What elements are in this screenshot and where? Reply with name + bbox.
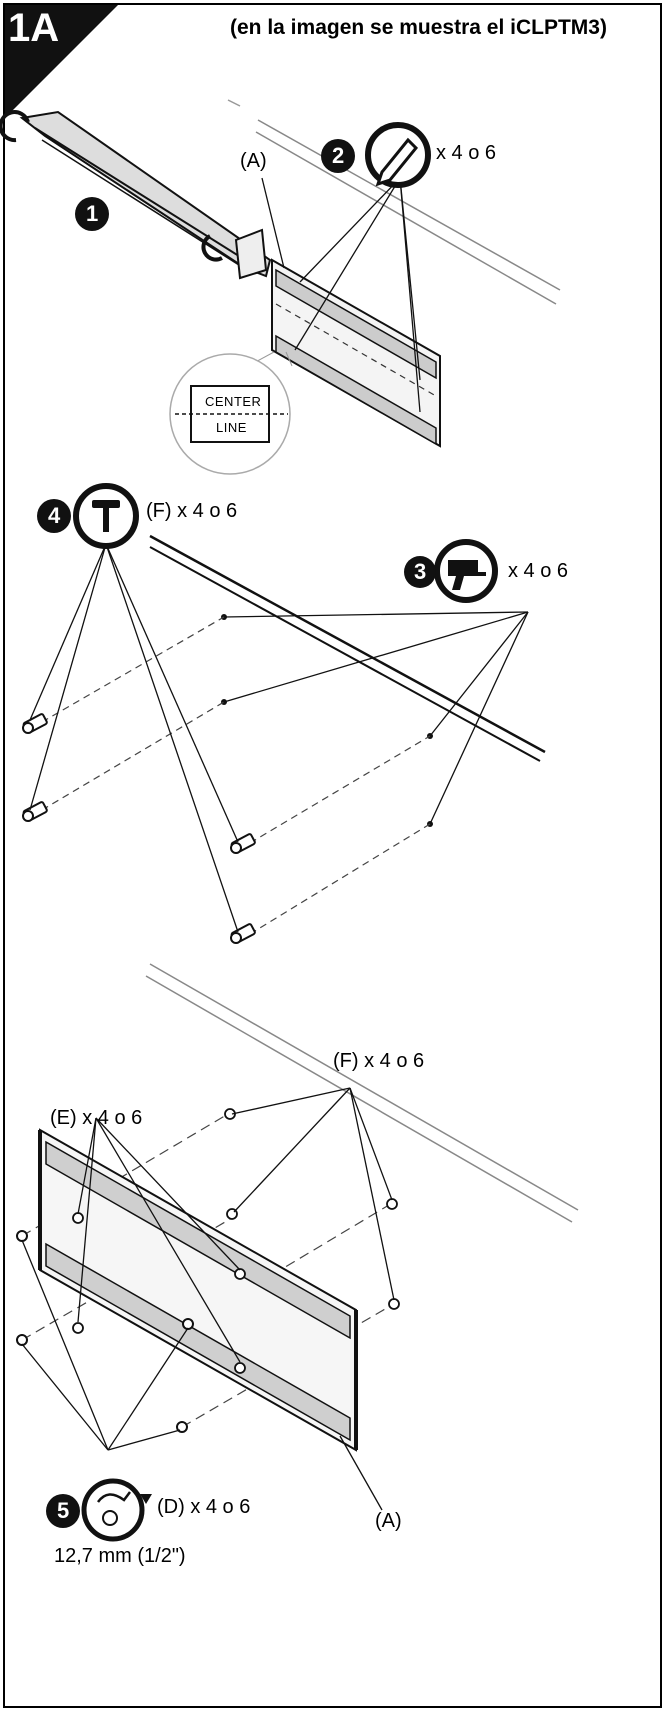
step-number-1: 1 xyxy=(86,201,99,226)
hammer-icon xyxy=(73,483,139,549)
anchors-f xyxy=(22,713,256,944)
hammer-quantity-label: (F) x 4 o 6 xyxy=(146,500,238,522)
wall-line xyxy=(255,131,557,305)
wall-plate-top xyxy=(271,258,441,448)
part-a-label-bottom: (A) xyxy=(375,1510,402,1532)
drill-icon xyxy=(434,539,498,603)
anchor-quantity-label: (F) x 4 o 6 xyxy=(333,1050,425,1072)
wall-line xyxy=(257,119,561,291)
socket-wrench-icon xyxy=(81,1478,152,1542)
washer-callout-lines xyxy=(77,1117,241,1363)
level-icon xyxy=(0,110,272,280)
drill-callout-lines xyxy=(223,611,529,825)
center-line-label-bottom: LINE xyxy=(216,420,247,435)
drill-quantity-label: x 4 o 6 xyxy=(508,560,569,582)
pencil-icon xyxy=(365,122,431,188)
step-number-2: 2 xyxy=(332,143,345,168)
center-line-label-top: CENTER xyxy=(205,394,262,409)
washer-quantity-label: (E) x 4 o 6 xyxy=(50,1107,143,1129)
step-badge: 1A xyxy=(8,6,60,50)
part-a-callout-line xyxy=(339,1435,383,1511)
drill-holes xyxy=(221,614,433,827)
page-note: (en la imagen se muestra el iCLPTM3) xyxy=(230,16,607,39)
step-number-circles xyxy=(37,139,436,1528)
diagram-frame xyxy=(3,3,662,1708)
anchor-guides xyxy=(41,616,431,935)
wall-line xyxy=(227,99,241,107)
bolt-quantity-label: (D) x 4 o 6 xyxy=(157,1496,251,1518)
bolt-callout-lines xyxy=(21,1239,189,1451)
step-number-5: 5 xyxy=(57,1498,70,1523)
step-number-4: 4 xyxy=(48,503,61,528)
lag-bolts-d xyxy=(16,1230,194,1433)
wall-line xyxy=(145,975,573,1223)
pencil-callout-lines xyxy=(261,177,421,413)
wall-line xyxy=(149,963,579,1211)
center-line-magnifier xyxy=(169,351,293,475)
step-number-3: 3 xyxy=(414,559,427,584)
anchor-callout-lines xyxy=(231,1087,395,1301)
pencil-quantity-label: x 4 o 6 xyxy=(436,142,497,164)
socket-size-label: 12,7 mm (1/2") xyxy=(54,1545,186,1567)
part-a-label-top: (A) xyxy=(240,150,267,172)
hammer-callout-lines xyxy=(29,543,239,933)
washers-e xyxy=(72,1212,246,1374)
step-corner-tab xyxy=(5,5,118,118)
wall-line xyxy=(149,534,546,754)
